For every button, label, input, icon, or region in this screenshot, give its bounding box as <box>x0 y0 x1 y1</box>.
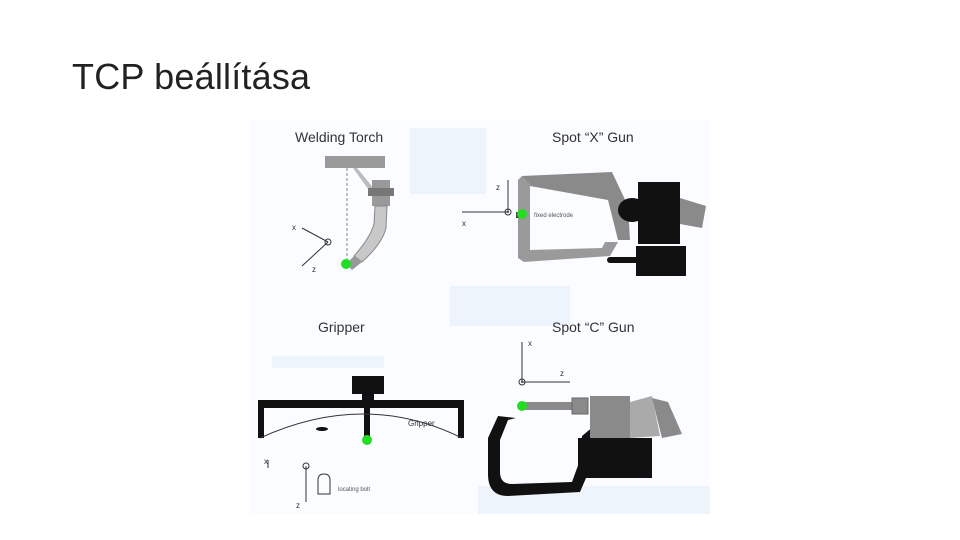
c-gun-axes: x z <box>518 339 570 386</box>
gripper-panel: Gripper Gripper x z <box>258 319 464 510</box>
background-tints <box>250 120 710 514</box>
torch-clamp <box>368 188 394 196</box>
c-gun-electrode-arm <box>522 402 588 410</box>
c-gun-base <box>578 438 652 478</box>
gripper-slot <box>316 427 328 431</box>
tcp-point-welding <box>341 259 351 269</box>
c-gun-axis-z-label: z <box>560 369 564 378</box>
gripper-frame-left <box>258 400 264 438</box>
gripper-arc <box>259 413 463 439</box>
tcp-diagram: Welding Torch x z <box>250 120 710 514</box>
c-gun-holder <box>571 397 589 415</box>
gripper-note: locating bolt <box>338 487 370 493</box>
c-gun-axis-x-label: x <box>528 339 532 348</box>
gripper-frame-right <box>458 400 464 438</box>
gripper-axes: x z <box>264 457 310 510</box>
torch-mount <box>325 156 385 168</box>
welding-torch-panel: Welding Torch x z <box>292 129 394 274</box>
spot-c-gun-panel: Spot “C” Gun x z <box>488 319 682 496</box>
gripper-title: Gripper <box>318 319 365 335</box>
gripper-neck <box>362 394 374 402</box>
c-gun-body-side <box>630 396 660 438</box>
x-gun-axis-x-label: x <box>462 219 466 228</box>
gripper-frame-top <box>258 400 464 408</box>
gripper-arc-label: Gripper <box>408 419 435 428</box>
spot-x-gun-title: Spot “X” Gun <box>552 129 634 145</box>
spot-c-gun-title: Spot “C” Gun <box>552 319 634 335</box>
c-gun-body <box>590 396 630 438</box>
welding-axes: x z <box>292 223 332 274</box>
gripper-center-post <box>364 408 370 440</box>
x-gun-cylinder <box>680 198 706 228</box>
axis-origin <box>324 238 332 246</box>
gripper-axis-z-label: z <box>296 501 300 510</box>
x-gun-axis-z-label: z <box>496 183 500 192</box>
tcp-point-gripper <box>362 435 372 445</box>
slide-title: TCP beállítása <box>72 56 311 97</box>
tcp-point-x-gun <box>517 209 527 219</box>
spot-x-gun-panel: Spot “X” Gun fixed electrode z x <box>462 129 706 276</box>
x-gun-note: fixed electrode <box>534 213 574 219</box>
x-gun-axes: z x <box>462 180 512 228</box>
c-gun-cylinder <box>652 398 682 438</box>
x-gun-pivot <box>618 198 646 222</box>
x-gun-base <box>636 246 686 276</box>
x-gun-lower-arm <box>518 176 618 262</box>
welding-torch-title: Welding Torch <box>295 129 383 145</box>
tcp-point-c-gun <box>517 401 527 411</box>
welding-axis-z-label: z <box>312 265 316 274</box>
gripper-axis-x-label: x <box>264 457 268 466</box>
x-gun-upper-arm <box>522 172 630 240</box>
welding-axis-x-label: x <box>292 223 296 232</box>
tcp-figure: Welding Torch x z <box>250 120 710 514</box>
locating-bolt-shape <box>317 473 331 495</box>
gripper-flange <box>352 376 384 394</box>
